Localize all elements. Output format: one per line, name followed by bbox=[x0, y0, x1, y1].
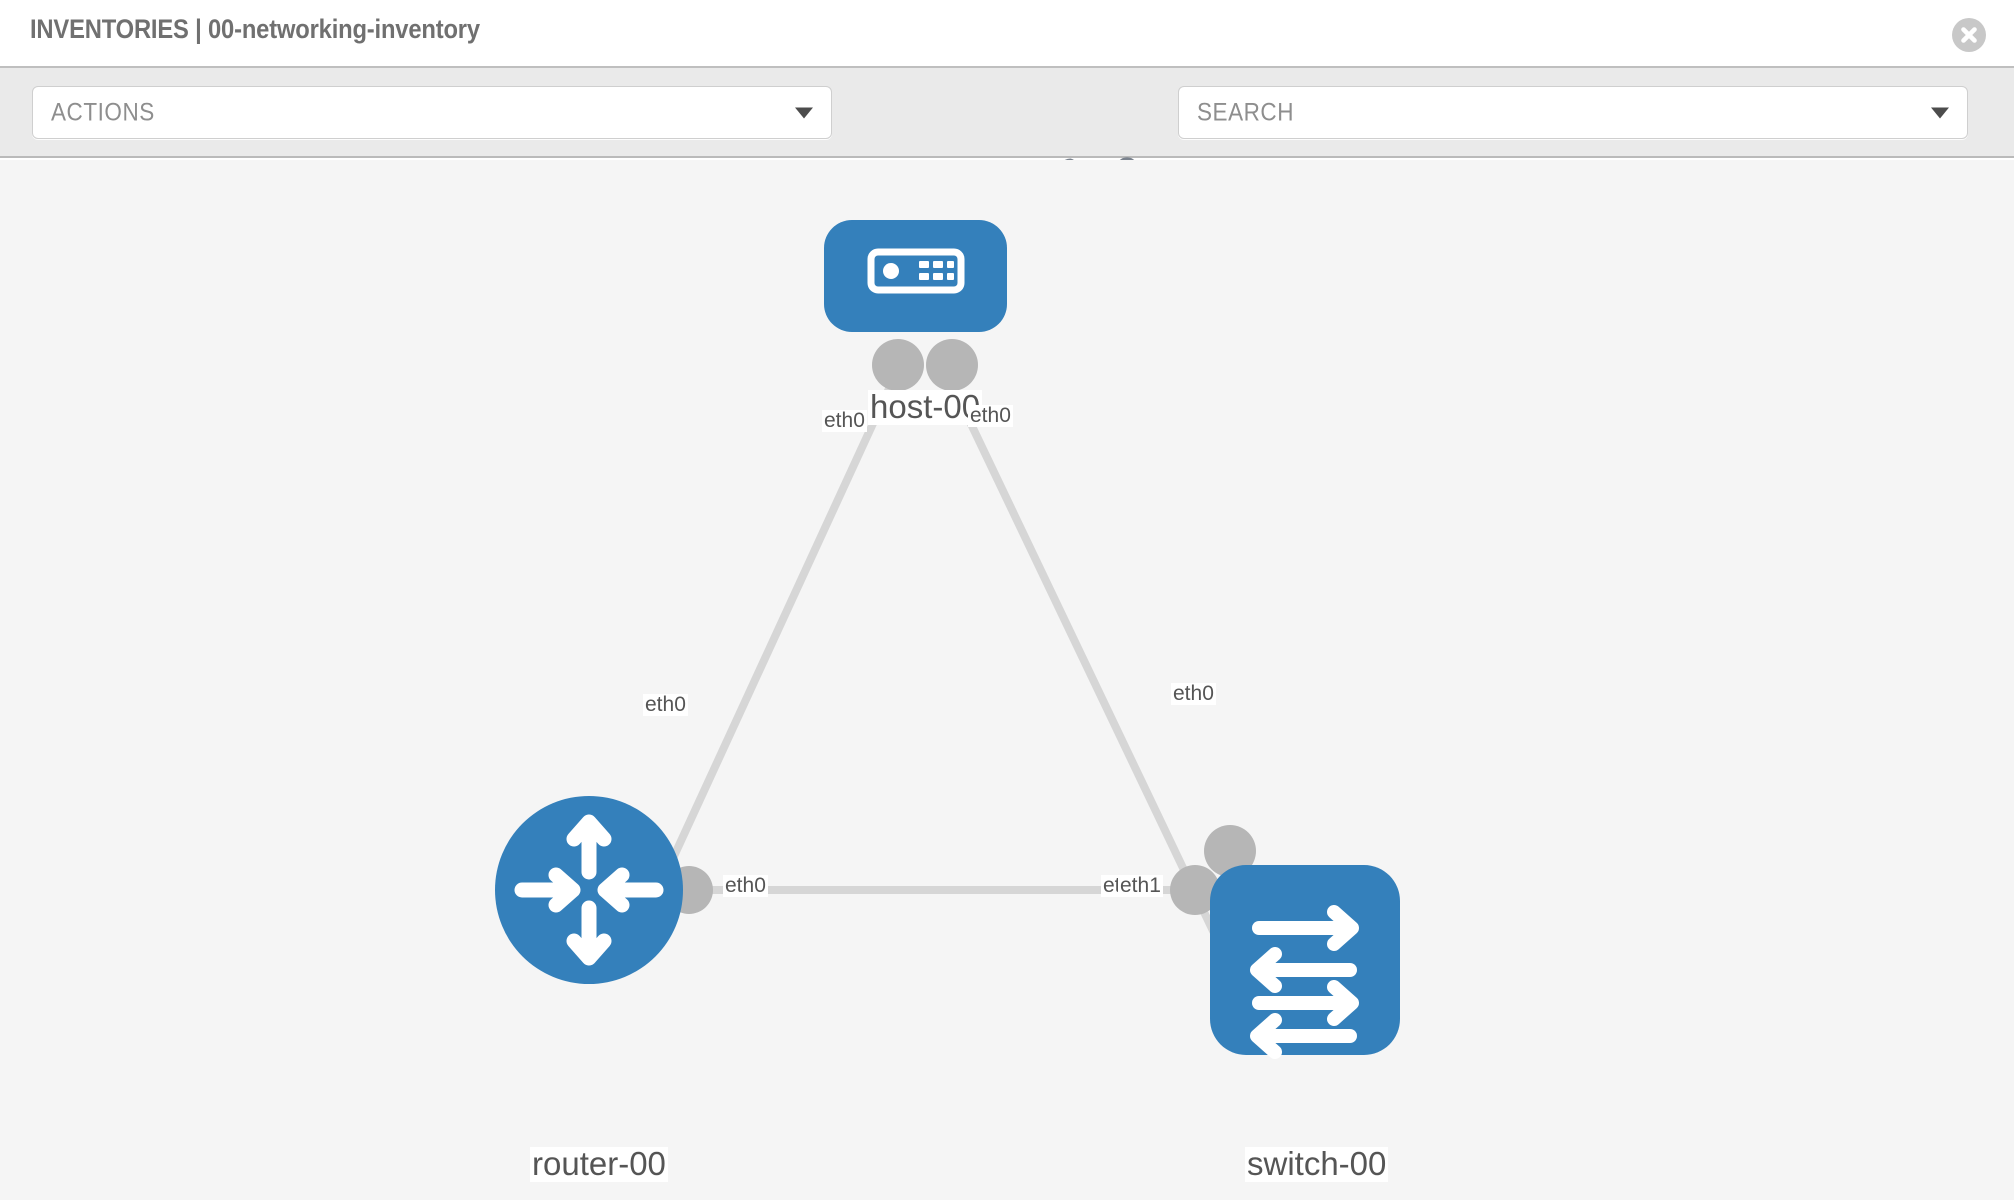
node-label-router-00: router-00 bbox=[530, 1145, 668, 1182]
topology-canvas[interactable]: eth0 host-00 eth0 eth0 eth0 eth0 eth eth… bbox=[0, 160, 2014, 1200]
node-host-00 bbox=[824, 220, 1007, 332]
link-host-switch bbox=[946, 378, 1219, 937]
link-host-router bbox=[636, 378, 897, 932]
topology-links bbox=[636, 378, 1219, 937]
page-header: INVENTORIES | 00-networking-inventory bbox=[0, 0, 2014, 68]
chevron-down-icon bbox=[1931, 107, 1949, 118]
close-icon[interactable] bbox=[1952, 18, 1986, 52]
node-label-switch-00: switch-00 bbox=[1245, 1145, 1389, 1182]
topology-graph bbox=[495, 220, 1400, 1059]
page-title: INVENTORIES | 00-networking-inventory bbox=[30, 14, 480, 44]
actions-dropdown[interactable]: ACTIONS bbox=[32, 86, 832, 139]
topology-ports bbox=[665, 339, 1256, 915]
toolbar: ACTIONS SEARCH bbox=[0, 68, 2014, 195]
port-host-right bbox=[926, 339, 978, 391]
edge-label-host-right: eth0 bbox=[968, 404, 1013, 428]
search-dropdown[interactable]: SEARCH bbox=[1178, 86, 1968, 139]
edge-label-router-right: eth0 bbox=[723, 874, 768, 898]
port-host-left bbox=[872, 339, 924, 391]
edge-label-switch-left-b: eth1 bbox=[1118, 874, 1163, 898]
node-router-00 bbox=[495, 796, 683, 984]
search-input[interactable]: SEARCH bbox=[1197, 98, 1295, 126]
node-switch-00 bbox=[1210, 865, 1400, 1059]
actions-dropdown-label: ACTIONS bbox=[51, 98, 155, 126]
port-switch-top bbox=[1204, 825, 1256, 877]
node-label-host-00: host-00 bbox=[868, 388, 983, 425]
port-switch-left bbox=[1170, 865, 1220, 915]
chevron-down-icon bbox=[795, 107, 813, 118]
edge-label-host-left: eth0 bbox=[822, 409, 867, 433]
edge-label-router-uplink: eth0 bbox=[643, 693, 688, 717]
edge-label-switch-uplink: eth0 bbox=[1171, 682, 1216, 706]
